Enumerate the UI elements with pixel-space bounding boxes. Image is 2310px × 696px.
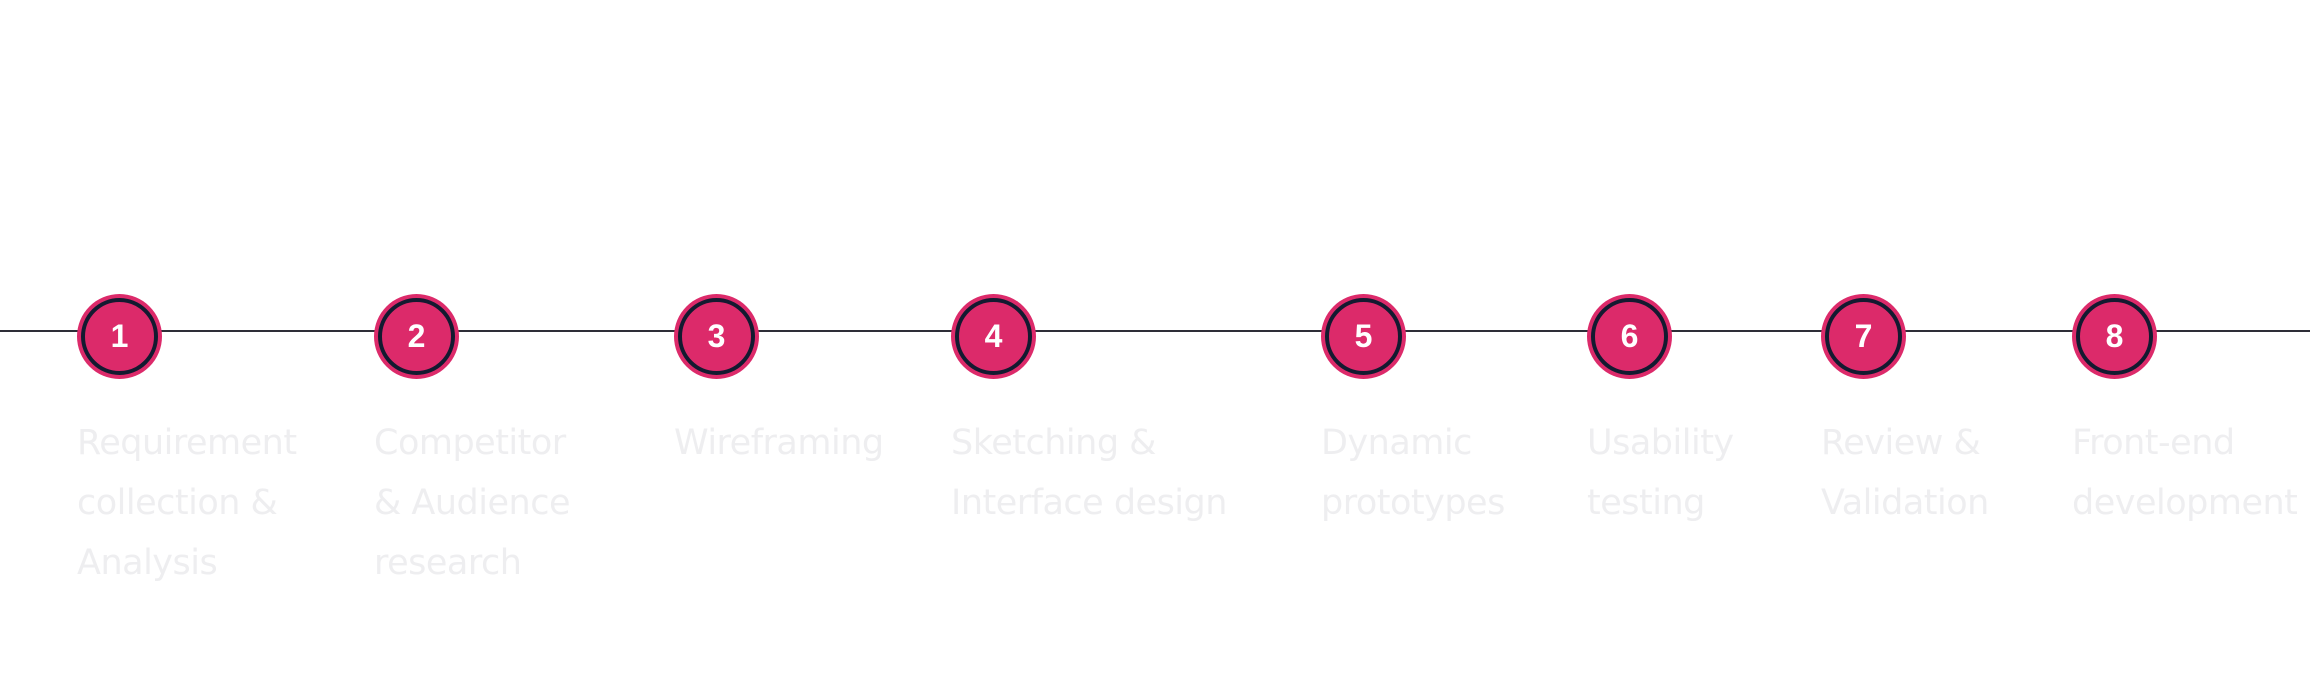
timeline-step-7: 7 Review & Validation	[1821, 294, 1989, 523]
step-marker: 1	[77, 294, 162, 379]
timeline-step-4: 4 Sketching & Interface design	[951, 294, 1227, 523]
step-label: Review & Validation	[1821, 423, 1989, 523]
step-number: 2	[407, 318, 426, 354]
step-marker: 3	[674, 294, 759, 379]
step-marker: 6	[1587, 294, 1672, 379]
step-marker: 5	[1321, 294, 1406, 379]
timeline-step-3: 3 Wireframing	[674, 294, 884, 463]
step-label: Wireframing	[674, 423, 884, 463]
step-label: Requirement collection & Analysis	[77, 423, 297, 583]
step-marker: 2	[374, 294, 459, 379]
step-label: Competitor & Audience research	[374, 423, 570, 583]
step-number: 4	[984, 318, 1003, 354]
timeline-step-6: 6 Usability testing	[1587, 294, 1734, 523]
step-number: 3	[707, 318, 726, 354]
step-number: 5	[1354, 318, 1373, 354]
step-marker: 7	[1821, 294, 1906, 379]
timeline-step-8: 8 Front-end development	[2072, 294, 2298, 523]
timeline-step-5: 5 Dynamic prototypes	[1321, 294, 1505, 523]
step-number: 8	[2105, 318, 2124, 354]
step-label: Sketching & Interface design	[951, 423, 1227, 523]
step-number: 1	[110, 318, 129, 354]
timeline-line	[0, 330, 2310, 332]
step-number: 6	[1620, 318, 1639, 354]
timeline-step-1: 1 Requirement collection & Analysis	[77, 294, 297, 583]
step-label: Usability testing	[1587, 423, 1734, 523]
step-label: Front-end development	[2072, 423, 2298, 523]
step-label: Dynamic prototypes	[1321, 423, 1505, 523]
step-number: 7	[1854, 318, 1873, 354]
step-marker: 4	[951, 294, 1036, 379]
step-marker: 8	[2072, 294, 2157, 379]
timeline-step-2: 2 Competitor & Audience research	[374, 294, 570, 583]
